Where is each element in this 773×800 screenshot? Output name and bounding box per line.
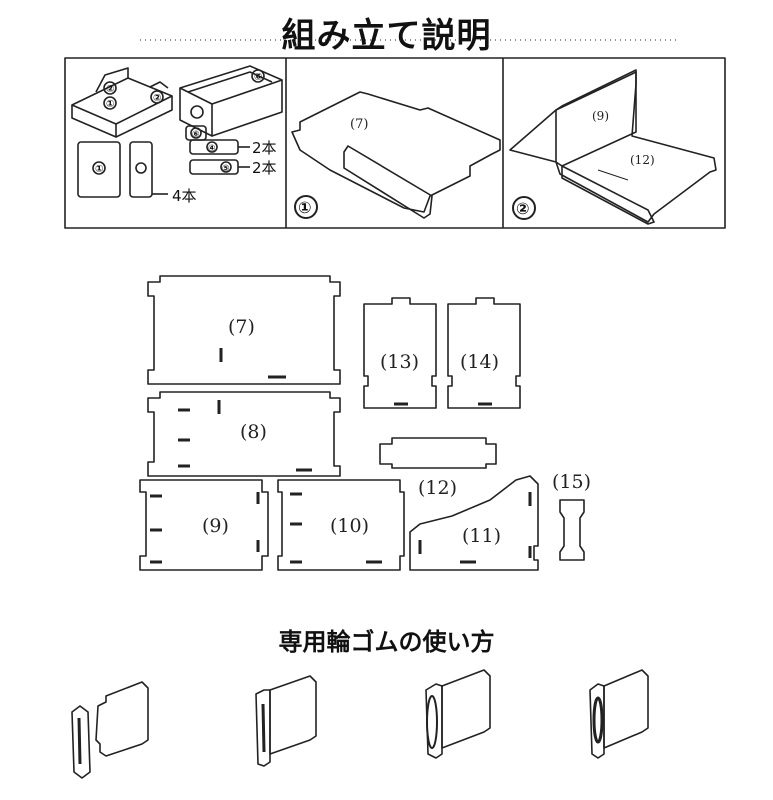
step-number: ① (298, 198, 312, 217)
part-label: (7) (228, 316, 255, 338)
part-label: (15) (552, 471, 591, 493)
circled-label: ① (95, 164, 103, 175)
page-title: 組み立て説明 (281, 16, 492, 56)
label-circle (150, 90, 164, 104)
part-label: (10) (330, 515, 369, 537)
quantity-label: 4本 (172, 187, 197, 205)
part-9: (9) (139, 479, 269, 571)
part-label: (9) (592, 109, 609, 123)
step-2-panel: ② (9) (12) (509, 69, 717, 225)
part-11: (11) (409, 475, 539, 571)
part-8: (8) (147, 391, 341, 477)
part-13: (13) (363, 297, 437, 409)
back-panel-sketch (555, 69, 637, 167)
base-panel-sketch (509, 71, 717, 223)
band-step-1 (71, 681, 149, 779)
part-label: (7) (350, 117, 368, 132)
steps-frame (64, 57, 726, 229)
front-strip-sketch (561, 165, 655, 225)
rubber-band-section-title: 専用輪ゴムの使い方 (278, 628, 495, 656)
part-label: (14) (460, 351, 499, 373)
panel-sketch (95, 681, 149, 757)
circled-label: ④ (208, 144, 216, 154)
circled-label: ⑥ (192, 130, 200, 140)
part-label: (12) (630, 153, 655, 167)
label-circle (103, 96, 117, 110)
circled-label: ② (106, 84, 114, 95)
part-label: (11) (462, 525, 501, 547)
step-number: ② (516, 199, 530, 218)
side-panel-sketch (77, 141, 121, 198)
drawer-sketch (179, 65, 283, 105)
step-1-panel: ① (7) (291, 91, 501, 219)
circled-label: ⑤ (222, 164, 230, 174)
circled-label: ⑥ (254, 72, 262, 83)
side-strip-sketch (129, 141, 153, 198)
part-label: (9) (202, 515, 229, 537)
band-step-3 (425, 669, 491, 759)
band-holder-sketch (71, 705, 91, 779)
part-label: (8) (240, 421, 267, 443)
band-step-2 (255, 675, 317, 767)
part-7: (7) (147, 275, 341, 385)
circled-label: ② (153, 93, 161, 104)
overview-panel: ② ① ② ⑥ ① ⑥ ④ ⑤ (71, 65, 283, 198)
part-10: (10) (277, 479, 405, 571)
part-12: (12) (379, 437, 497, 499)
part-14: (14) (447, 297, 521, 409)
quantity-label: 2本 (252, 159, 277, 177)
part-label: (12) (418, 477, 457, 499)
part-label: (13) (380, 351, 419, 373)
band-step-4 (589, 669, 649, 759)
front-piece-sketch (343, 145, 433, 219)
label-circle (103, 81, 117, 95)
part-15: (15) (552, 471, 591, 561)
quantity-label: 2本 (252, 139, 277, 157)
base-panel-sketch (291, 91, 501, 213)
circled-label: ① (106, 99, 114, 110)
